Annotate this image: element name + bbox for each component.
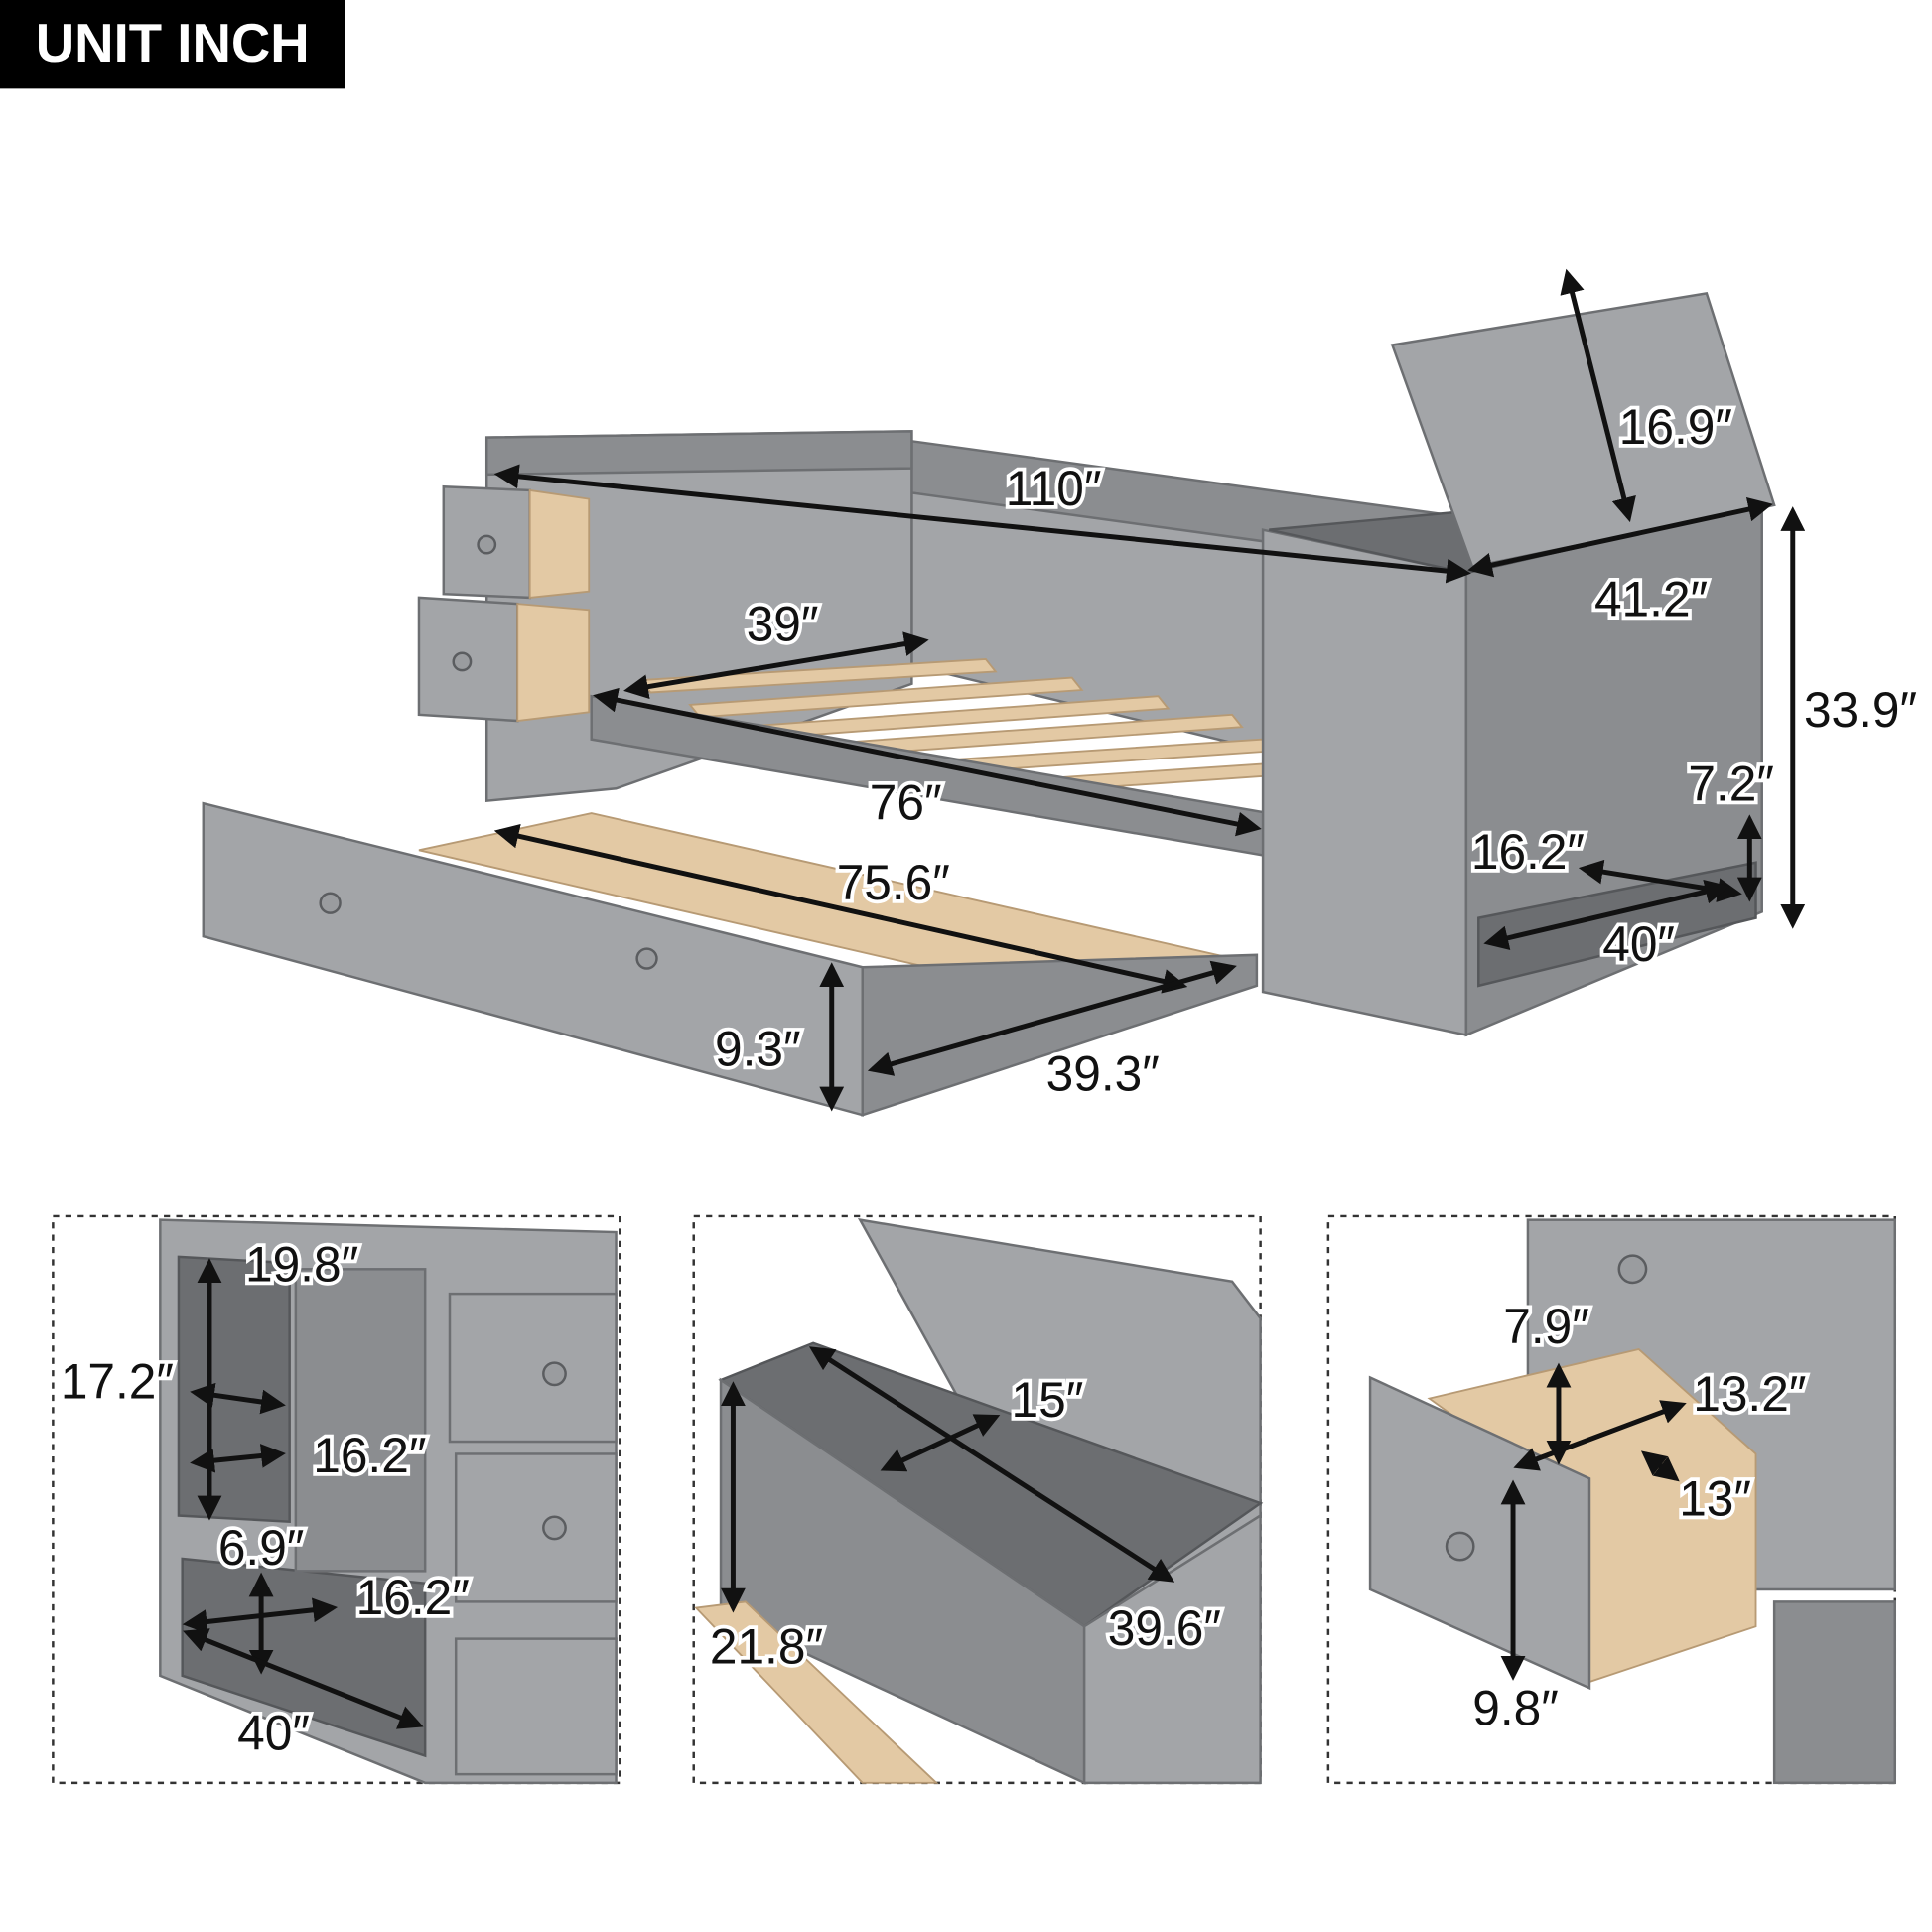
label-trundle-width: 39.3″ [1046,1045,1160,1101]
label-top-width: 19.8″ [245,1237,358,1293]
label-lid-depth: 16.9″ [1619,399,1732,455]
label-overall-length: 110″ [1006,461,1102,516]
main-dimension-arrows [493,268,1806,1112]
label-left-shelf-depth: 16.2″ [356,1570,470,1625]
label-cubby-depth: 16.2″ [313,1428,426,1483]
unit-badge-label: UNIT INCH [36,13,310,73]
label-storage-width: 41.2″ [1594,572,1708,627]
detail-panel-middle: 15″ 39.6″ 21.8″ [692,1214,1264,1785]
main-dimension-labels: 110″ 16.9″ 39″ 41.2″ 33.9″ 76″ 7.2″ 16.2… [711,395,1921,1105]
label-trundle-length: 75.6″ [837,855,950,910]
label-left-shelf-width: 40″ [237,1705,310,1760]
label-inner-height: 21.8″ [710,1618,823,1674]
label-inner-depth: 15″ [1012,1372,1084,1428]
label-front-height: 9.8″ [1472,1681,1559,1736]
label-shelf-height: 7.2″ [1688,757,1774,812]
detail-panel-left: 19.8″ 17.2″ 16.2″ 6.9″ 16.2″ 40″ [52,1214,621,1785]
label-drawer-height: 7.9″ [1503,1299,1589,1354]
label-shelf-depth: 16.2″ [1471,824,1585,880]
label-drawer-width: 13.2″ [1693,1366,1806,1422]
label-bed-width: 39″ [747,596,819,651]
unit-badge: UNIT INCH [0,0,345,89]
label-drawer-depth: 13″ [1679,1471,1751,1527]
daybed-illustration [202,291,1776,1117]
label-trundle-height: 9.3″ [715,1022,801,1077]
label-left-shelf-height: 6.9″ [218,1520,305,1576]
label-shelf-width: 40″ [1602,916,1675,972]
label-cubby-height: 17.2″ [61,1354,174,1410]
label-overall-height: 33.9″ [1804,682,1917,738]
label-inner-length: 39.6″ [1108,1600,1221,1656]
label-bed-length: 76″ [870,774,942,830]
detail-panel-right: 7.9″ 13.2″ 13″ 9.8″ [1326,1214,1897,1785]
